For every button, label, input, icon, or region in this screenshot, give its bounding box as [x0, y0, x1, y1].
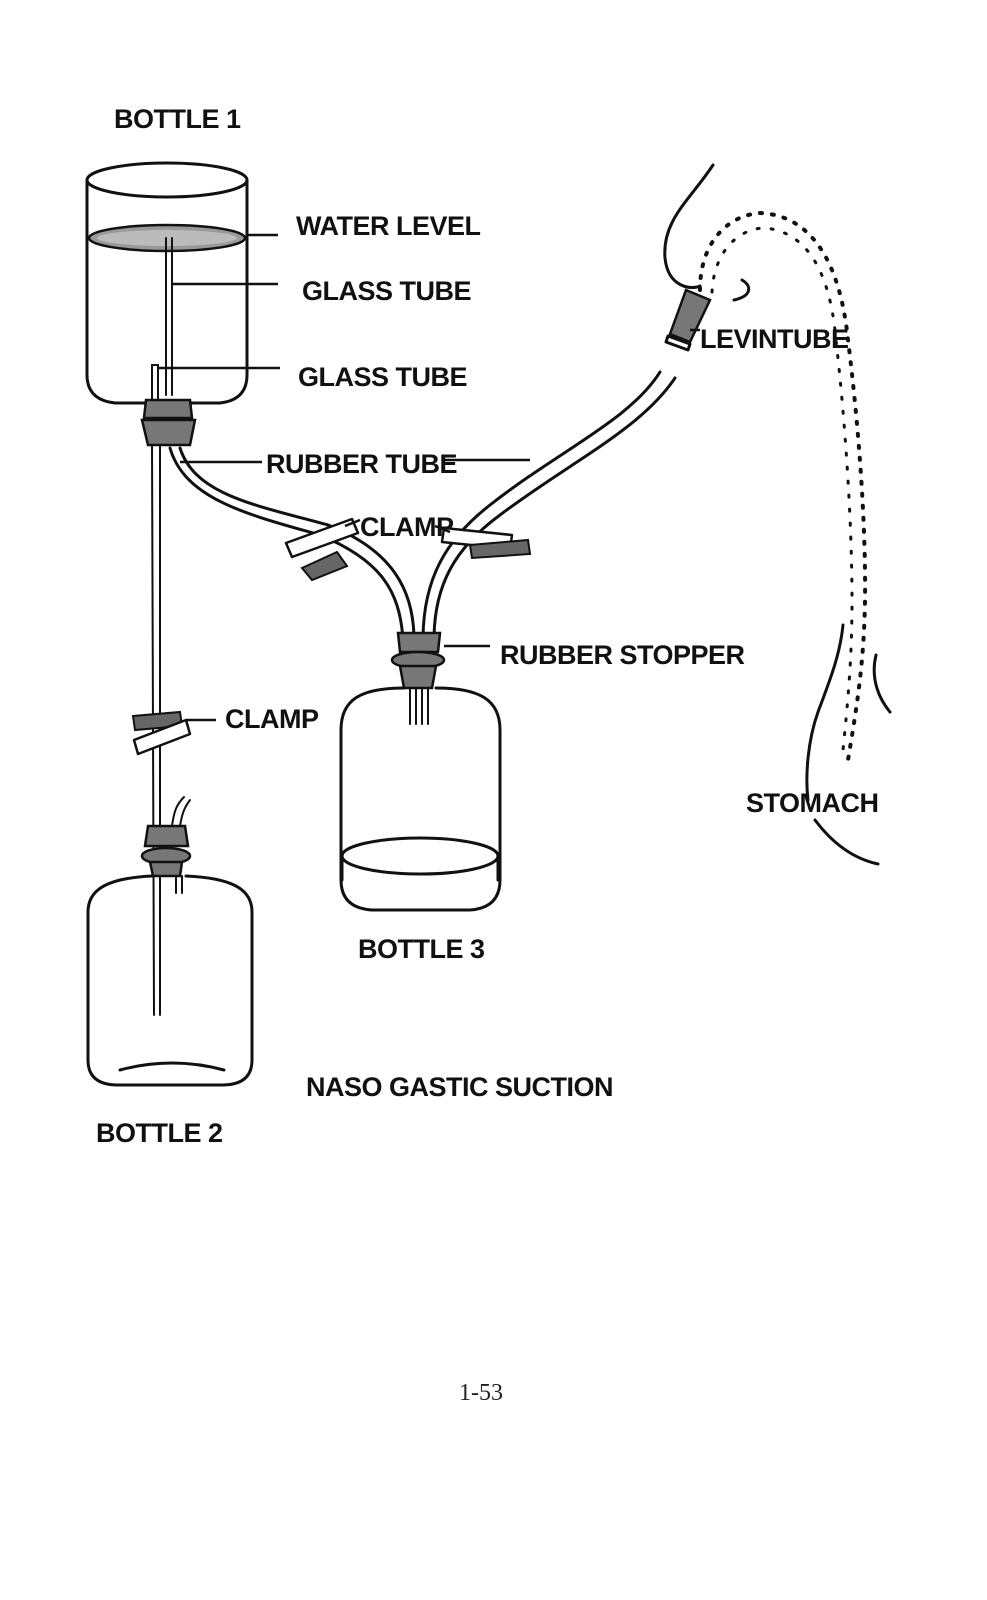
label-glass-tube-1: GLASS TUBE — [302, 276, 471, 306]
label-clamp-upper: CLAMP — [360, 512, 454, 542]
clamp-left-upper — [284, 517, 360, 582]
stomach-outline — [805, 623, 892, 866]
label-glass-tube-2: GLASS TUBE — [298, 362, 467, 392]
leader-lines — [158, 233, 700, 722]
bottle-1-stopper — [140, 398, 197, 447]
label-rubber-stopper: RUBBER STOPPER — [500, 640, 745, 670]
bottle-2-stopper — [140, 824, 192, 878]
bottle-3-stopper — [390, 631, 446, 690]
nose-outline — [663, 163, 751, 302]
rubber-tube-right — [421, 370, 677, 642]
bottle-2 — [86, 796, 254, 1087]
label-bottle-3: BOTTLE 3 — [358, 934, 485, 964]
label-levintube: LEVINTUBE — [700, 324, 849, 354]
bottle-1 — [85, 161, 249, 447]
label-rubber-tube: RUBBER TUBE — [266, 449, 457, 479]
clamp-lower — [131, 710, 192, 756]
glass-tube-long — [165, 237, 173, 396]
label-water-level: WATER LEVEL — [296, 211, 481, 241]
bottle-3 — [339, 631, 502, 912]
label-bottle-1: BOTTLE 1 — [114, 104, 241, 134]
clamp-right-upper — [440, 526, 532, 560]
bottle-3-fluid — [340, 836, 500, 882]
tube-path-dotted — [698, 210, 868, 762]
page-number: 1-53 — [459, 1380, 503, 1406]
label-bottle-2: BOTTLE 2 — [96, 1118, 223, 1148]
label-clamp-lower: CLAMP — [225, 704, 319, 734]
glass-tube-short — [151, 364, 159, 401]
diagram-title: NASO GASTIC SUCTION — [306, 1072, 613, 1102]
levintube — [664, 288, 712, 352]
label-stomach: STOMACH — [746, 788, 879, 818]
